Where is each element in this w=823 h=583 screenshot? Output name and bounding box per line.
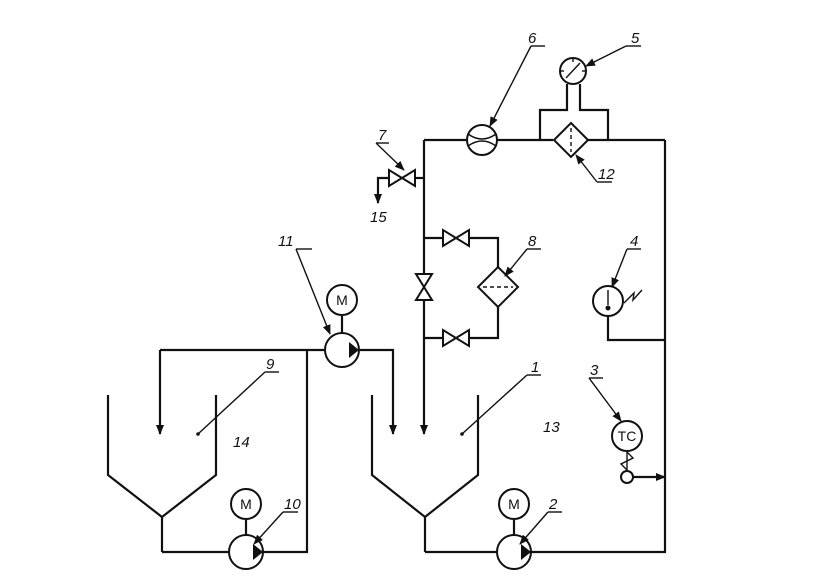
- label-6: 6: [528, 30, 537, 47]
- bypass-valve-bottom-icon: [442, 328, 470, 348]
- label-3: 3: [590, 362, 599, 379]
- label-11: 11: [278, 233, 294, 250]
- pressure-gauge-5-icon: [559, 57, 587, 85]
- filter-12-icon: [552, 121, 590, 159]
- tank-9-icon: [106, 395, 218, 552]
- motor-11-label: M: [336, 292, 348, 308]
- pump-2-icon: [496, 534, 532, 570]
- label-5: 5: [631, 30, 640, 47]
- label-7: 7: [378, 127, 387, 144]
- label-2: 2: [548, 496, 558, 513]
- label-10: 10: [284, 496, 301, 513]
- motor-2-icon: M: [498, 488, 530, 520]
- piping: [156, 84, 667, 554]
- label-9: 9: [266, 356, 275, 373]
- leader-lines: [197, 45, 641, 545]
- tank-1-icon: [370, 395, 480, 552]
- motor-11-icon: M: [326, 284, 358, 316]
- motor-2-label: M: [508, 496, 520, 512]
- motor-10-label: M: [240, 496, 252, 512]
- label-15: 15: [370, 209, 387, 226]
- pump-11-icon: [324, 332, 360, 368]
- tank-1-dot: [460, 432, 464, 436]
- label-12: 12: [598, 166, 615, 183]
- main-line-valve-icon: [414, 273, 434, 301]
- flow-meter-6-icon: [466, 124, 498, 156]
- label-1: 1: [531, 359, 539, 376]
- tank-9-dot: [196, 432, 200, 436]
- temperature-controller-3-icon: TC: [611, 420, 643, 484]
- motor-10-icon: M: [230, 488, 262, 520]
- filter-8-icon: [476, 265, 520, 309]
- label-13: 13: [543, 419, 560, 436]
- label-8: 8: [528, 233, 537, 250]
- valve-7-icon: [388, 168, 416, 188]
- label-14: 14: [233, 434, 250, 451]
- reference-numbers: 11 9 1 6 5 7 15 8 12 4 3 13 14 10 2: [233, 30, 640, 513]
- thermometer-4-icon: [592, 285, 643, 317]
- bypass-valve-top-icon: [442, 228, 470, 248]
- temperature-controller-label: TC: [618, 428, 637, 444]
- label-4: 4: [630, 233, 638, 250]
